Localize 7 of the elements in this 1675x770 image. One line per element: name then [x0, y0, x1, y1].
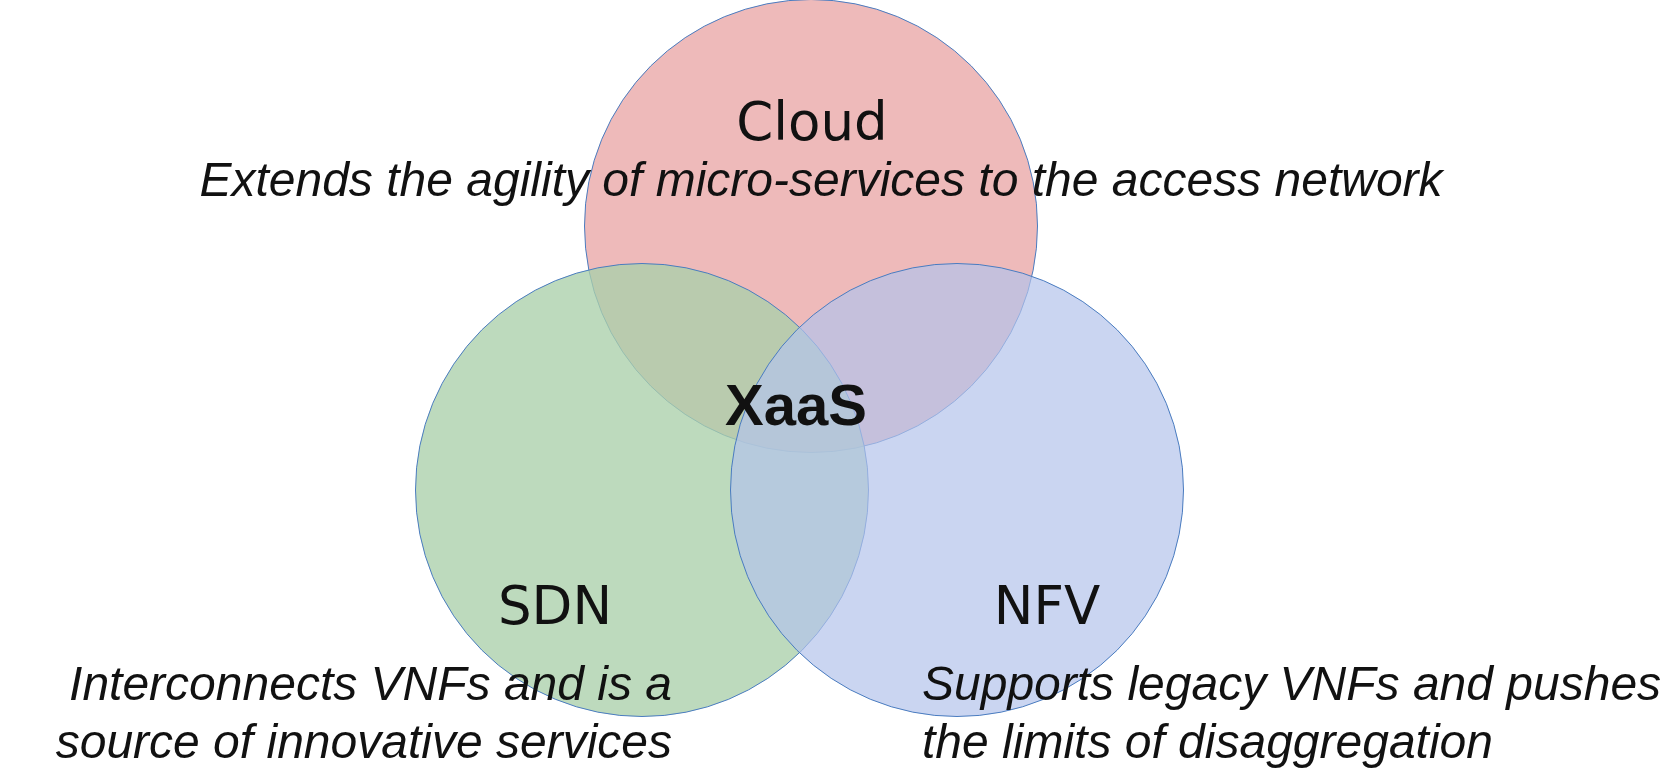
center-label: XaaS: [725, 370, 867, 438]
description-text: Extends the agility of micro-services to the access network: [198, 152, 1445, 208]
circle-title: SDN: [497, 574, 613, 636]
circle-title: Cloud: [736, 90, 888, 152]
circle-title: NFV: [993, 574, 1101, 636]
description-text: Supports legacy VNFs and pushes the limits of disaggregation: [922, 656, 1663, 770]
description-text: Interconnects VNFs and is a source of innovative services: [54, 656, 672, 770]
